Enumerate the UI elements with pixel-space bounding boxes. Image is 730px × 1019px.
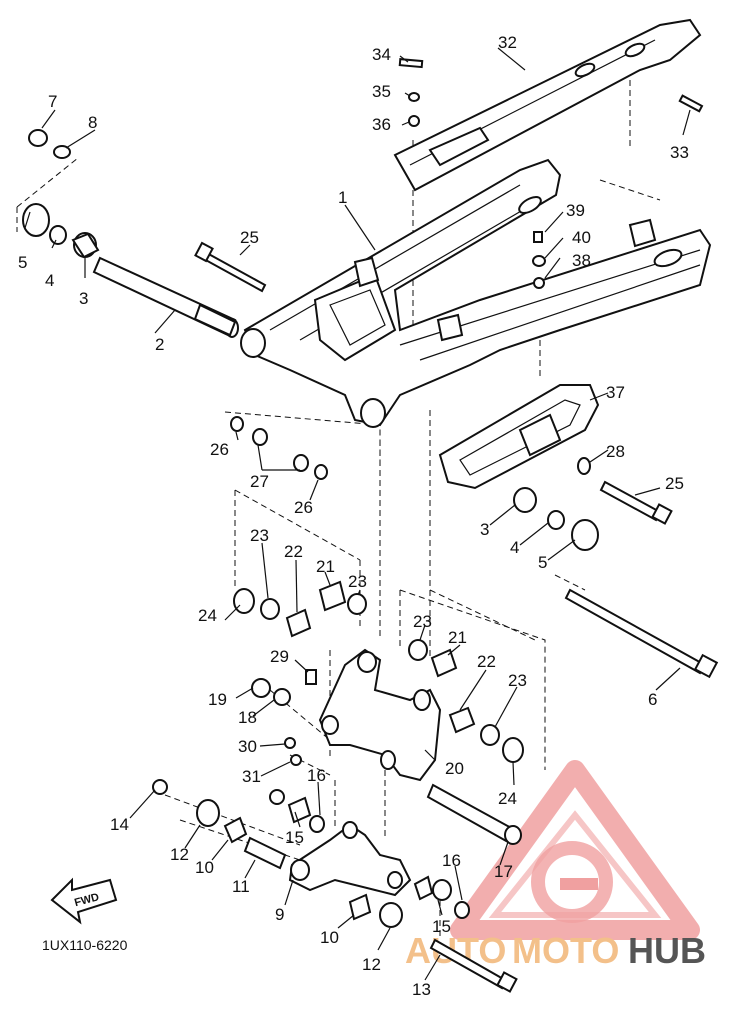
callout-1: 1 bbox=[338, 188, 347, 207]
callout-2: 2 bbox=[155, 335, 164, 354]
callout-28: 28 bbox=[606, 442, 625, 461]
swingarm bbox=[240, 158, 712, 428]
pivot-shaft-2 bbox=[92, 256, 239, 338]
callout-26-upper: 26 bbox=[210, 440, 229, 459]
callout-3-left: 3 bbox=[79, 289, 88, 308]
callout-40: 40 bbox=[572, 228, 591, 247]
callout-33: 33 bbox=[670, 143, 689, 162]
chain-slider-37 bbox=[438, 384, 600, 490]
callout-22-left: 22 bbox=[284, 542, 303, 561]
callout-16-left: 16 bbox=[307, 766, 326, 785]
watermark-logo: AUTO MOTO HUB bbox=[405, 760, 706, 971]
leader-lines bbox=[24, 47, 691, 981]
callout-30: 30 bbox=[238, 737, 257, 756]
callout-14: 14 bbox=[110, 815, 129, 834]
callout-25-upper: 25 bbox=[240, 228, 259, 247]
callout-12-upper: 12 bbox=[170, 845, 189, 864]
callout-10-lower: 10 bbox=[320, 928, 339, 947]
callout-16-right: 16 bbox=[442, 851, 461, 870]
callout-37: 37 bbox=[606, 383, 625, 402]
callout-9: 9 bbox=[275, 905, 284, 924]
callout-34: 34 bbox=[372, 45, 391, 64]
callout-4-left: 4 bbox=[45, 271, 54, 290]
callout-15-right: 15 bbox=[432, 917, 451, 936]
callout-5-left: 5 bbox=[18, 253, 27, 272]
callout-23-c: 23 bbox=[413, 612, 432, 631]
callout-26-lower: 26 bbox=[294, 498, 313, 517]
callout-15-left: 15 bbox=[285, 828, 304, 847]
callout-39: 39 bbox=[566, 201, 585, 220]
bushings-and-seals bbox=[196, 580, 524, 928]
callout-24-right: 24 bbox=[498, 789, 517, 808]
callout-25-right: 25 bbox=[665, 474, 684, 493]
watermark-text-moto: MOTO bbox=[512, 930, 619, 971]
watermark-text-hub: HUB bbox=[628, 930, 706, 971]
callout-17: 17 bbox=[494, 862, 513, 881]
watermark-text-auto: AUTO bbox=[405, 930, 506, 971]
callout-23-d: 23 bbox=[508, 671, 527, 690]
callout-22-right: 22 bbox=[477, 652, 496, 671]
callout-32: 32 bbox=[498, 33, 517, 52]
small-hardware bbox=[152, 92, 546, 919]
callout-27: 27 bbox=[250, 472, 269, 491]
callout-36: 36 bbox=[372, 115, 391, 134]
callout-18: 18 bbox=[238, 708, 257, 727]
callout-12-lower: 12 bbox=[362, 955, 381, 974]
callout-20: 20 bbox=[445, 759, 464, 778]
chain-case-32 bbox=[393, 18, 702, 192]
callout-24-left: 24 bbox=[198, 606, 217, 625]
callout-21-right: 21 bbox=[448, 628, 467, 647]
right-pivot-hardware bbox=[513, 487, 599, 551]
callout-13: 13 bbox=[412, 980, 431, 999]
forward-arrow: FWD bbox=[50, 877, 118, 925]
callout-35: 35 bbox=[372, 82, 391, 101]
connecting-rod-9 bbox=[288, 821, 412, 897]
bolts bbox=[194, 58, 719, 993]
callout-23-a: 23 bbox=[250, 526, 269, 545]
drawing-code: 1UX110-6220 bbox=[42, 937, 128, 953]
callout-23-b: 23 bbox=[348, 572, 367, 591]
callout-11: 11 bbox=[232, 877, 250, 896]
callout-8: 8 bbox=[88, 113, 97, 132]
callout-labels: 1 2 3 3 4 4 5 5 6 7 8 9 10 10 11 12 12 1… bbox=[18, 33, 689, 999]
callout-21-left: 21 bbox=[316, 557, 335, 576]
callout-6: 6 bbox=[648, 690, 657, 709]
callout-3-right: 3 bbox=[480, 520, 489, 539]
callout-10-upper: 10 bbox=[195, 858, 214, 877]
callout-4-right: 4 bbox=[510, 538, 519, 557]
left-pivot-hardware bbox=[22, 129, 100, 259]
callout-38: 38 bbox=[572, 251, 591, 270]
callout-7: 7 bbox=[48, 92, 57, 111]
callout-5-right: 5 bbox=[538, 553, 547, 572]
callout-31: 31 bbox=[242, 767, 261, 786]
relay-arm-20 bbox=[318, 648, 442, 782]
callout-29: 29 bbox=[270, 647, 289, 666]
callout-19: 19 bbox=[208, 690, 227, 709]
